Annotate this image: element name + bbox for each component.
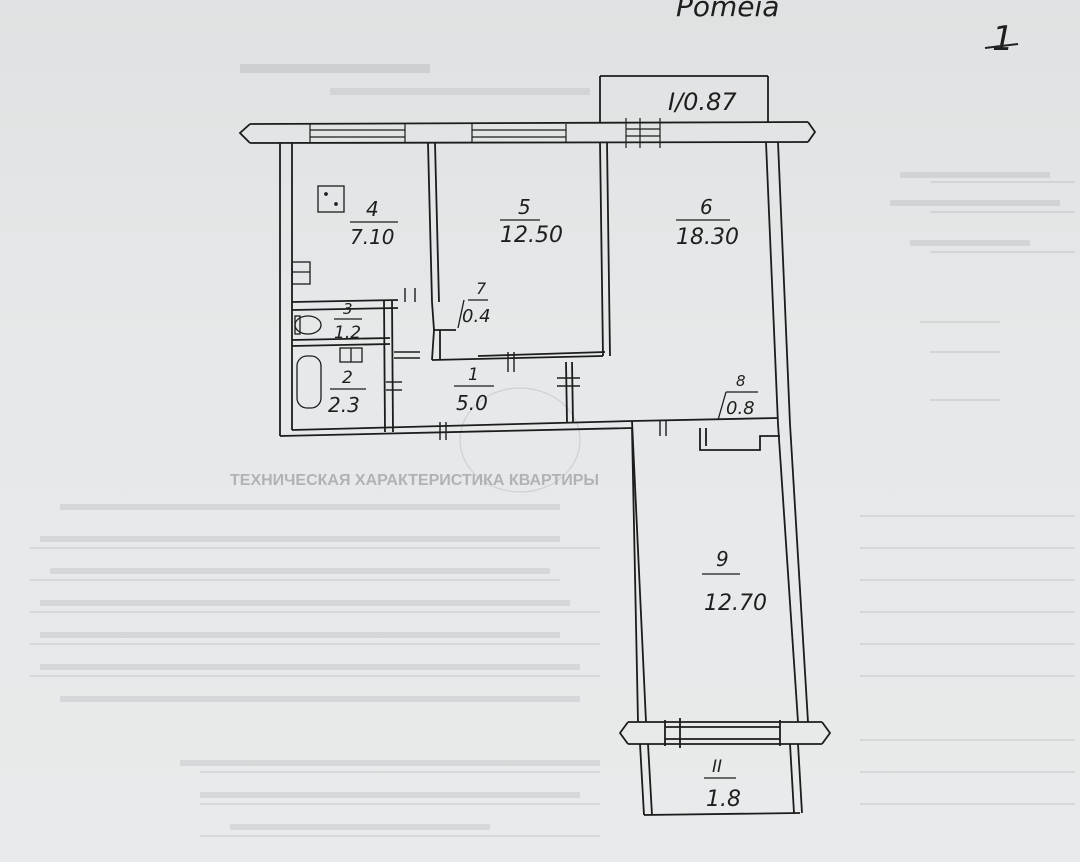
room-7-label: 7 0.4 xyxy=(457,279,491,329)
room-8-label: 8 0.8 xyxy=(717,372,758,421)
room-3-area: 1.2 xyxy=(334,323,361,343)
room-2-label: 2 2.3 xyxy=(328,368,366,417)
room-7-number: 7 xyxy=(476,279,487,298)
room-3-label: 3 1.2 xyxy=(334,300,362,343)
room-4-label: 4 7.10 xyxy=(350,197,398,249)
toilet-icon xyxy=(294,315,322,335)
main-walls xyxy=(279,141,809,723)
room-3-number: 3 xyxy=(343,300,353,318)
room-1-area: 5.0 xyxy=(456,391,488,415)
bottom-wall xyxy=(618,718,832,748)
room-5-label: 5 12.50 xyxy=(500,195,563,248)
room-6-label: 6 18.30 xyxy=(676,195,739,250)
room-2-area: 2.3 xyxy=(328,393,360,417)
kitchen-sink-icon xyxy=(291,261,311,285)
header-note: Pomeia xyxy=(676,0,779,23)
balcony-bottom-area: 1.8 xyxy=(706,787,741,812)
balcony-top xyxy=(599,75,769,122)
room-1-number: 1 xyxy=(468,365,479,385)
balcony-bottom xyxy=(639,743,803,816)
room-4-area: 7.10 xyxy=(350,225,395,249)
room-8-area: 0.8 xyxy=(726,398,755,419)
room-9-label: 9 12.70 xyxy=(702,547,767,616)
fixtures xyxy=(291,185,363,409)
room-9-area: 12.70 xyxy=(704,591,767,616)
sheet-number-underline xyxy=(984,43,1019,49)
balcony-bottom-number: II xyxy=(712,757,722,777)
room-9-number: 9 xyxy=(716,547,729,571)
room-8-number: 8 xyxy=(736,372,746,390)
room-4-number: 4 xyxy=(366,197,379,221)
room-1-label: 1 5.0 xyxy=(454,365,494,415)
room-labels: 4 7.10 5 12.50 6 18.30 7 0.4 3 1.2 2 xyxy=(328,195,767,812)
stove-icon xyxy=(317,185,345,213)
room-5-area: 12.50 xyxy=(500,223,563,248)
balcony-top-label: I/0.87 xyxy=(668,88,737,116)
balcony-bottom-label: II 1.8 xyxy=(704,757,741,812)
top-windows xyxy=(309,118,661,148)
room-7-area: 0.4 xyxy=(462,306,491,327)
room-6-area: 18.30 xyxy=(676,225,739,250)
room-6-number: 6 xyxy=(700,195,713,219)
background-form: ТЕХНИЧЕСКАЯ ХАРАКТЕРИСТИКА КВАРТИРЫ xyxy=(30,64,1075,837)
room-5-number: 5 xyxy=(518,195,531,219)
room-2-number: 2 xyxy=(342,368,353,388)
bathtub-icon xyxy=(296,355,322,409)
background-form-heading: ТЕХНИЧЕСКАЯ ХАРАКТЕРИСТИКА КВАРТИРЫ xyxy=(230,472,599,489)
sheet-number: 1 xyxy=(992,19,1014,59)
top-wall xyxy=(238,121,817,144)
door-marks xyxy=(386,288,667,440)
